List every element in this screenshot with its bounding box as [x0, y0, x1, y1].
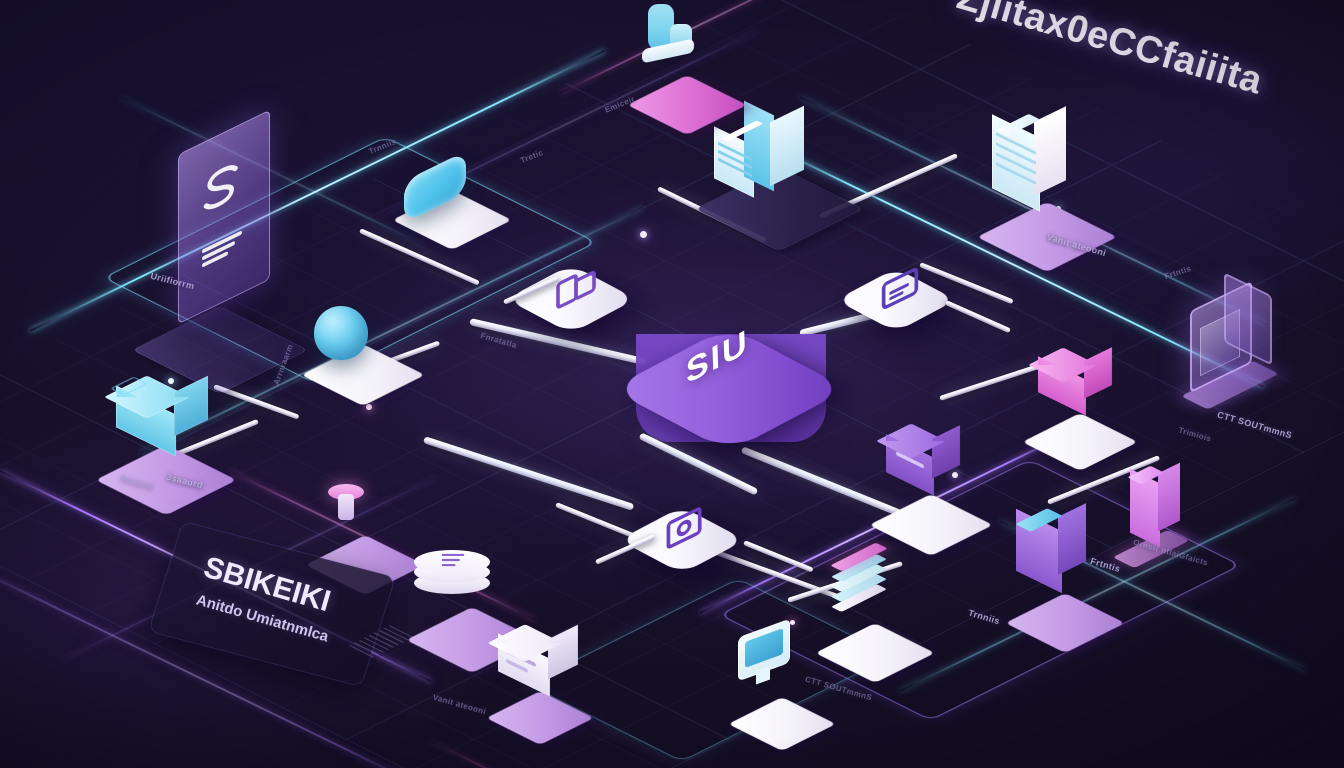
- spark-5: [952, 472, 958, 478]
- database-stack-icon: [414, 548, 490, 604]
- micro-label-8: CTT SOUTmmnS: [804, 674, 874, 703]
- node-chip-c[interactable]: [835, 244, 966, 348]
- document-glyph-icon: [556, 271, 596, 309]
- mushroom-node-icon: [338, 494, 354, 520]
- node-pink-mushroom[interactable]: [290, 480, 425, 595]
- micro-label-10: Frtntis: [1163, 263, 1193, 282]
- micro-label-9: 3saaurd: [119, 473, 155, 492]
- card-glyph-icon: [666, 507, 702, 549]
- hub-node[interactable]: SIU: [610, 284, 848, 474]
- node-chip-b[interactable]: [618, 482, 754, 588]
- node-chip-a[interactable]: [505, 240, 644, 348]
- micro-label-1: Trnniis: [367, 136, 398, 157]
- node-sphere[interactable]: [288, 300, 425, 406]
- spark-1: [168, 378, 174, 384]
- micro-label-6: Trimiois: [1177, 425, 1213, 444]
- s-logo-icon: [203, 165, 238, 210]
- micro-label-5: Arrnraarm: [271, 342, 295, 387]
- window-glyph-icon: [881, 268, 919, 309]
- micro-label-7: Vanit ateooni: [431, 692, 488, 717]
- spark-3: [366, 404, 372, 410]
- spark-2: [640, 231, 647, 238]
- mushroom-cap-icon: [328, 484, 364, 500]
- node-panel-left[interactable]: [178, 109, 270, 325]
- micro-label-3: Emiceir: [603, 94, 637, 115]
- node-db-stack-left[interactable]: [392, 548, 538, 673]
- micro-label-2: Tretic: [519, 147, 545, 166]
- robot-head-icon: [648, 4, 674, 50]
- spark-6: [790, 620, 795, 625]
- node-top-robot[interactable]: [612, 0, 747, 135]
- sphere-icon: [314, 306, 368, 360]
- micro-label-4: Fnratatla: [479, 331, 518, 350]
- callout-panel: SBIKEIKI Anitdo Umiatnmlca: [149, 521, 395, 687]
